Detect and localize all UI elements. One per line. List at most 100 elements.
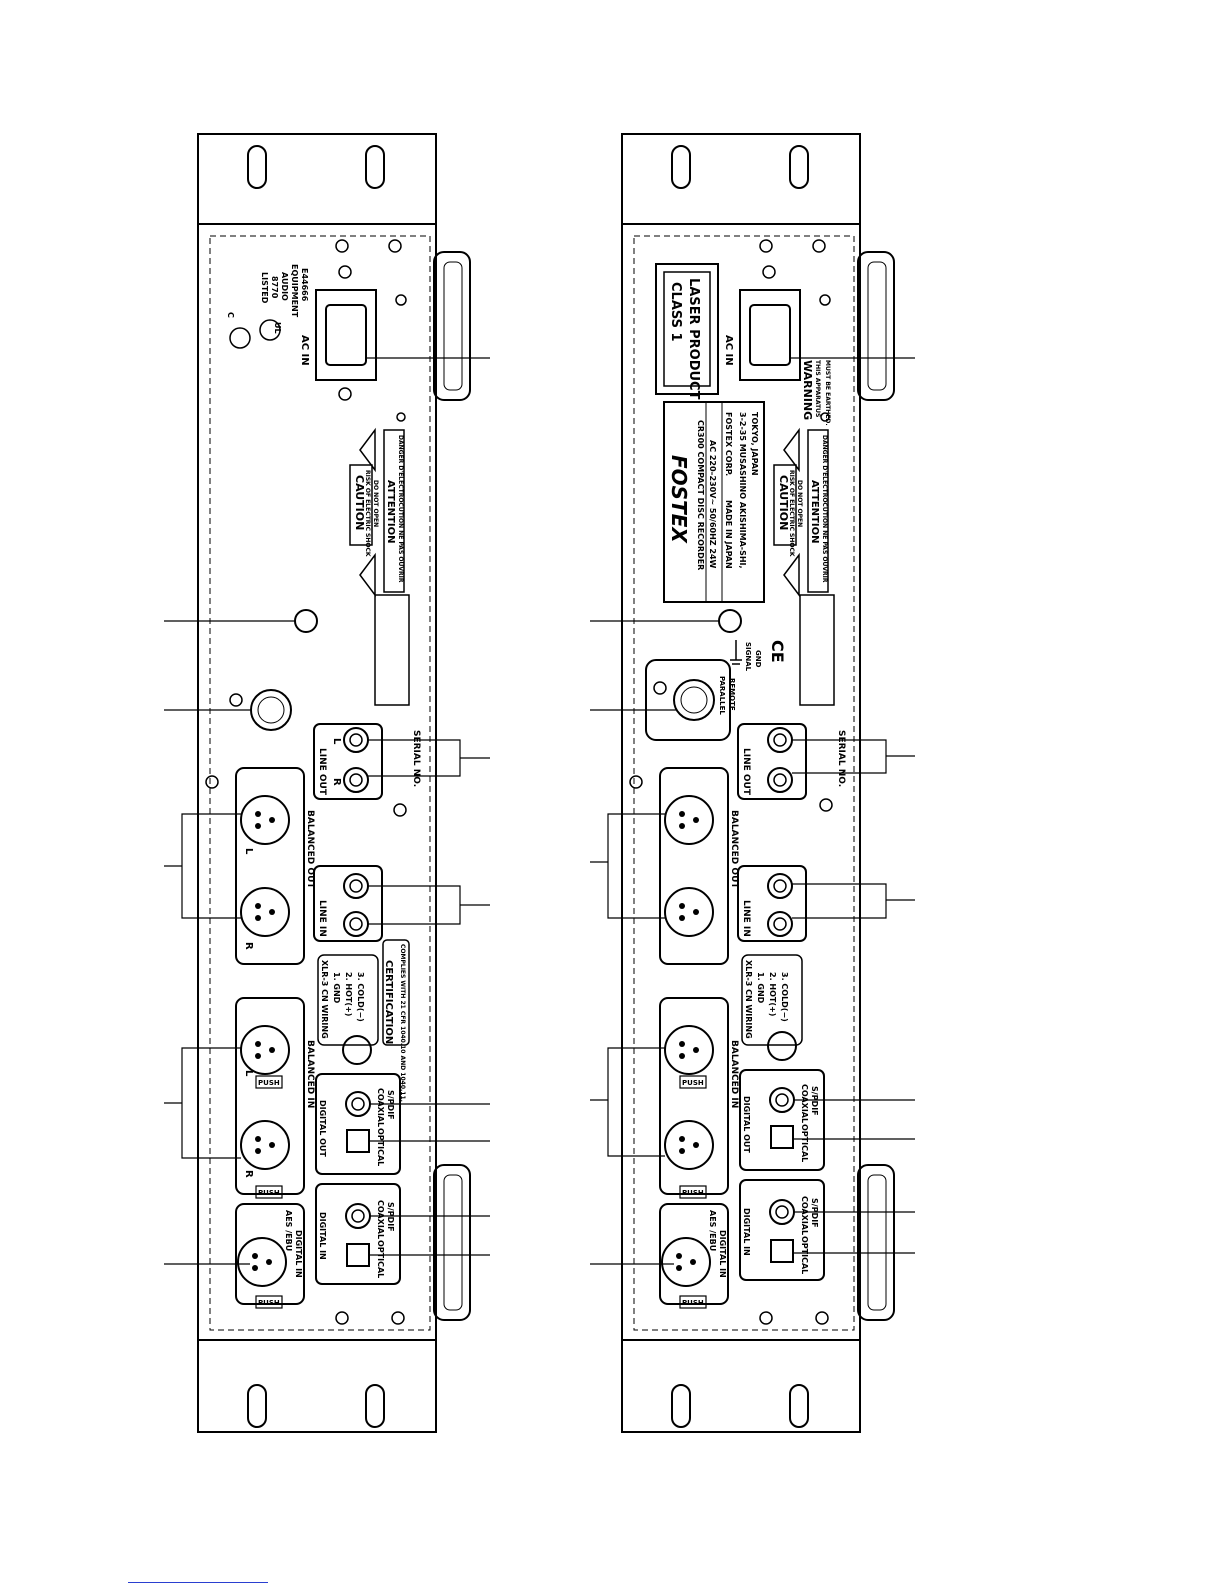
hole-icon [819, 294, 831, 306]
leader-bracket [590, 1047, 665, 1157]
rubber-foot [857, 1164, 895, 1321]
jack-center [351, 1097, 365, 1111]
bottom-rack-ear [197, 1339, 437, 1433]
aes-ebu-box [659, 1203, 729, 1305]
ac-inlet-socket [749, 304, 791, 366]
screw-icon [759, 239, 773, 253]
digital-out-label: DIGITAL OUT [318, 1100, 327, 1157]
attention-text: DANGER D'ELECTROCUTION NE PAS OUVRIR [397, 435, 404, 583]
screw-icon [815, 1311, 829, 1325]
aes-ebu-label: AES /EBU [708, 1210, 717, 1251]
footer-rule [128, 1582, 268, 1583]
listed-line: LISTED [260, 272, 269, 304]
jack-center [773, 733, 787, 747]
optical-label: OPTICAL [376, 1128, 385, 1166]
screw-icon [762, 265, 776, 279]
balanced-out-l-xlr [664, 795, 714, 845]
balanced-in-box [659, 997, 729, 1195]
screw-icon [338, 265, 352, 279]
push-tab [255, 1075, 283, 1089]
balanced-out-box [235, 767, 305, 965]
caution-text: DO NOT OPEN [372, 480, 379, 527]
made-in-text: MADE IN JAPAN [724, 500, 733, 569]
certification-title: CERTIFICATION [383, 960, 394, 1044]
xlr-wiring-line: 1. GND [756, 972, 765, 1004]
balanced-out-l-xlr [240, 795, 290, 845]
push-label: PUSH [682, 1079, 704, 1087]
channel-r-label: R [243, 942, 254, 950]
rack-slot [365, 145, 385, 189]
xlr-wiring-line: 1. GND [332, 972, 341, 1004]
xlr-pin [679, 811, 685, 817]
left-leader-lines [164, 357, 490, 1265]
hole-icon [396, 412, 406, 422]
aes-ebu-box [235, 1203, 305, 1305]
spdif-label: S/PDIF [810, 1198, 819, 1228]
channel-l-label: L [243, 848, 254, 855]
xlr-pin [255, 1136, 261, 1142]
push-tab [679, 1295, 707, 1309]
push-tab [679, 1075, 707, 1089]
xlr-pin [693, 1047, 699, 1053]
line-in-r-jack [767, 911, 793, 937]
rubber-foot [857, 251, 895, 401]
push-tab [255, 1185, 283, 1199]
digital-out-box [315, 1073, 401, 1175]
warning-triangle-icon [359, 427, 376, 473]
line-in-box [737, 865, 807, 942]
hole-icon [395, 294, 407, 306]
aes-ebu-xlr [661, 1237, 711, 1287]
screw-icon [338, 387, 352, 401]
chassis-outline [197, 223, 437, 1341]
screw-icon [335, 239, 349, 253]
rack-slot [671, 145, 691, 189]
left-rear-panel: AC IN C UL LISTED 8770 AUDIO EQUIPMENT E… [164, 133, 490, 1433]
line-out-l-jack [343, 727, 369, 753]
attention-box [383, 429, 405, 593]
line-in-l-jack [767, 873, 793, 899]
xlr-pin [255, 903, 261, 909]
balanced-out-box [659, 767, 729, 965]
jack-center [775, 1205, 789, 1219]
rubber-foot [433, 1164, 471, 1321]
xlr-pin [255, 823, 261, 829]
xlr-wiring-box [317, 954, 379, 1046]
line-out-l-jack [767, 727, 793, 753]
push-label: PUSH [258, 1189, 280, 1197]
screw-icon [391, 1311, 405, 1325]
channel-l-label: L [331, 738, 342, 745]
digital-in-optical-port [770, 1239, 794, 1263]
digital-in-coaxial-jack [769, 1199, 795, 1225]
leader-bracket [164, 813, 241, 919]
coaxial-label: COAXIAL [376, 1088, 385, 1127]
blank-hole-icon [342, 1035, 372, 1065]
shock-triangle-icon [359, 552, 376, 598]
digital-in-optical-port [346, 1243, 370, 1267]
rack-slot [671, 1384, 691, 1428]
top-rack-ear [197, 133, 437, 225]
listed-line: E44666 [300, 268, 309, 302]
screw-icon [653, 681, 667, 695]
serial-plate [374, 594, 410, 706]
jack-center [773, 879, 787, 893]
maker-text: FOSTEX CORP. [724, 412, 733, 476]
spdif-label: S/PDIF [386, 1202, 395, 1232]
caution-title: CAUTION [777, 475, 790, 530]
address-text: 3-2-35 MUSASHINO AKISHIMA-SHI, [738, 412, 747, 569]
parallel-remote-connector [673, 679, 715, 721]
xlr-pin [255, 1053, 261, 1059]
xlr-wiring-box [741, 954, 803, 1046]
leader-bracket [792, 739, 915, 774]
rubber-foot-inner [443, 1174, 463, 1311]
xlr-pin [693, 817, 699, 823]
push-label: PUSH [258, 1079, 280, 1087]
line-out-label: LINE OUT [741, 748, 751, 796]
digital-in-label: DIGITAL IN [718, 1230, 727, 1278]
signal-gnd-label: GND [754, 650, 762, 668]
balanced-in-r-xlr [664, 1120, 714, 1170]
xlr-pin [679, 1053, 685, 1059]
caution-text: RISK OF ELECTRIC SHOCK [364, 470, 371, 557]
xlr-pin [676, 1253, 682, 1259]
digital-in-label: DIGITAL IN [294, 1230, 303, 1278]
serial-label: SERIAL NO. [836, 730, 846, 787]
